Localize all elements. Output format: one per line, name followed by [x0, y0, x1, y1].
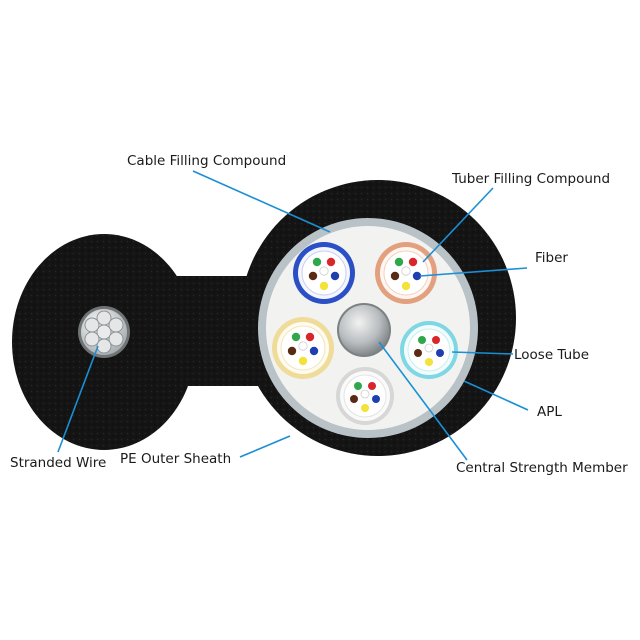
stranded-wire	[78, 306, 130, 358]
central-strength-member	[337, 303, 391, 357]
leader-apl	[463, 380, 529, 411]
label-loose-tube: Loose Tube	[514, 347, 589, 363]
leader-stranded-wire	[57, 345, 99, 453]
leader-loose-tube	[451, 351, 514, 355]
leader-cable-filling-compound	[192, 170, 331, 233]
label-stranded-wire: Stranded Wire	[10, 455, 106, 471]
leader-fiber	[419, 267, 528, 277]
label-central-strength-member: Central Strength Member	[456, 460, 628, 476]
leader-lines	[57, 170, 529, 461]
fibers	[287, 257, 444, 412]
label-tuber-filling-compound: Tuber Filling Compound	[451, 171, 610, 187]
label-apl: APL	[537, 404, 562, 420]
label-fiber: Fiber	[535, 250, 568, 266]
label-cable-filling-compound: Cable Filling Compound	[127, 153, 286, 169]
leader-tuber-filling-compound	[422, 187, 494, 263]
label-pe-outer-sheath: PE Outer Sheath	[120, 451, 231, 467]
leader-central-strength-member	[378, 341, 468, 461]
leader-pe-outer-sheath	[239, 435, 291, 458]
